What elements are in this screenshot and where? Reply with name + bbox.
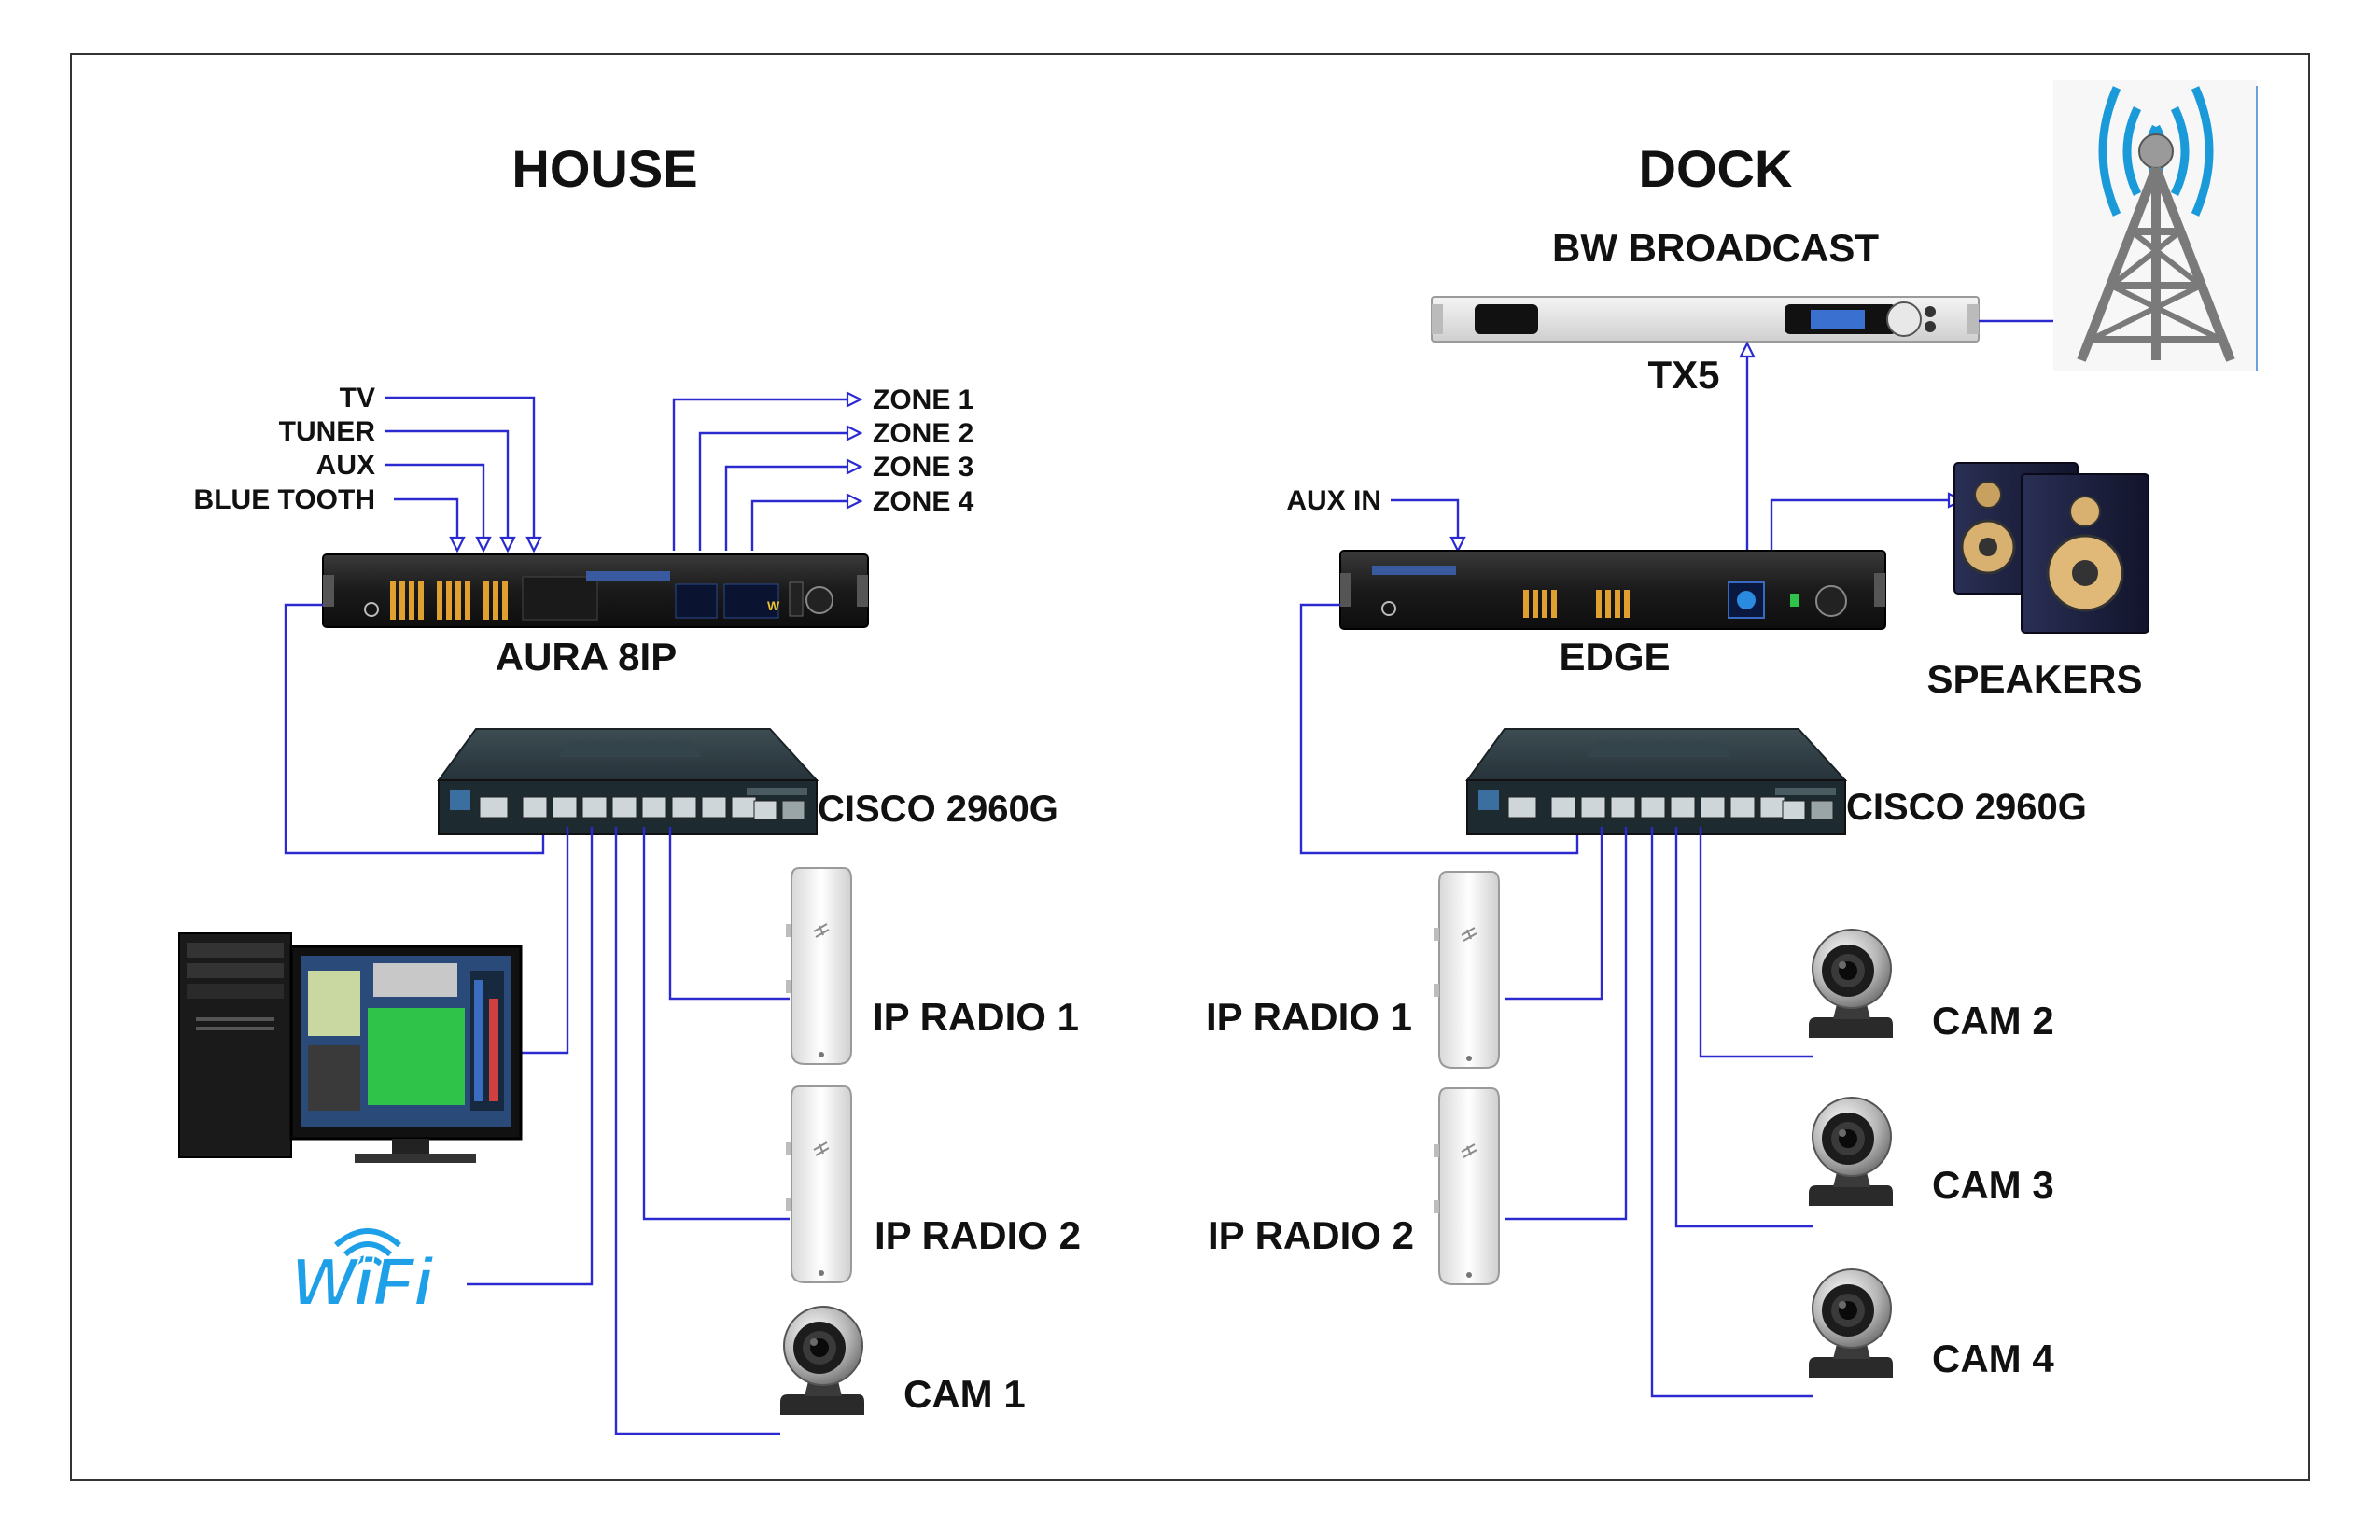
- aura-to-switch-wire: [284, 603, 545, 855]
- house-ip-radio-2-icon: [785, 1085, 852, 1283]
- zone-label-2: ZONE 2: [873, 418, 973, 449]
- radio-tower-icon: [2053, 80, 2258, 371]
- aux-in-label: AUX IN: [1286, 485, 1381, 516]
- house-switch-label: CISCO 2960G: [818, 789, 1058, 830]
- speakers-icon: [1953, 462, 2149, 634]
- edge-processor-icon: [1339, 550, 1886, 630]
- zone-label-4: ZONE 4: [873, 486, 974, 517]
- edge-to-switch-wire: [1299, 603, 1579, 855]
- svg-text:W: W: [767, 598, 780, 613]
- edge-to-speakers-wire: [1770, 498, 1951, 551]
- wifi-logo-icon: WiFi: [290, 1228, 436, 1321]
- speakers-label: SPEAKERS: [1926, 657, 2142, 701]
- input-label-aux: AUX: [316, 450, 375, 481]
- cam-2-label: CAM 2: [1932, 999, 2054, 1043]
- svg-text:WiFi: WiFi: [291, 1245, 434, 1320]
- dock-switch-label: CISCO 2960G: [1846, 787, 2087, 828]
- house-ip-radio-1-label: IP RADIO 1: [873, 995, 1079, 1039]
- dock-title: DOCK: [1639, 139, 1793, 198]
- cam-2-icon: [1808, 929, 1894, 1039]
- cam-3-icon: [1808, 1097, 1894, 1207]
- input-wires: [385, 396, 542, 553]
- cam-4-label: CAM 4: [1932, 1337, 2054, 1380]
- zone-label-1: ZONE 1: [873, 385, 973, 415]
- tx5-transmitter-icon: [1431, 296, 1980, 343]
- zone-wires: [672, 391, 863, 551]
- aux-in-arrow: [1449, 536, 1466, 553]
- house-switch-icon: [438, 728, 818, 835]
- house-ip-radio-2-label: IP RADIO 2: [875, 1213, 1081, 1257]
- dock-ip-radio-1-label: IP RADIO 1: [1206, 995, 1412, 1039]
- aura-label: AURA 8IP: [496, 635, 677, 679]
- cam-1-icon: [779, 1306, 865, 1416]
- dock-drop-wires: [1505, 827, 1813, 1398]
- dock-ip-radio-2-icon: [1433, 1087, 1500, 1285]
- cam-3-label: CAM 3: [1932, 1163, 2054, 1207]
- input-label-tv: TV: [340, 383, 375, 413]
- input-label-tuner: TUNER: [279, 416, 376, 447]
- cam-1-label: CAM 1: [903, 1372, 1026, 1416]
- diagram-frame: [70, 53, 2310, 1481]
- zone-label-3: ZONE 3: [873, 452, 973, 483]
- computer-icon: [178, 932, 523, 1163]
- house-title: HOUSE: [511, 139, 697, 198]
- house-ip-radio-1-icon: [785, 867, 852, 1065]
- bw-broadcast-label: BW BROADCAST: [1552, 226, 1879, 270]
- dock-ip-radio-1-icon: [1433, 871, 1500, 1069]
- house-drop-wires: [467, 827, 790, 1435]
- aura-processor-icon: W: [322, 553, 869, 628]
- aux-in-wire: [1391, 498, 1460, 539]
- edge-to-tx5-arrow: [1739, 341, 1756, 358]
- cam-4-icon: [1808, 1268, 1894, 1379]
- edge-label: EDGE: [1559, 635, 1670, 679]
- dock-ip-radio-2-label: IP RADIO 2: [1208, 1213, 1414, 1257]
- tx5-label: TX5: [1647, 353, 1719, 397]
- dock-switch-icon: [1466, 728, 1846, 835]
- input-label-bluetooth: BLUE TOOTH: [194, 484, 375, 515]
